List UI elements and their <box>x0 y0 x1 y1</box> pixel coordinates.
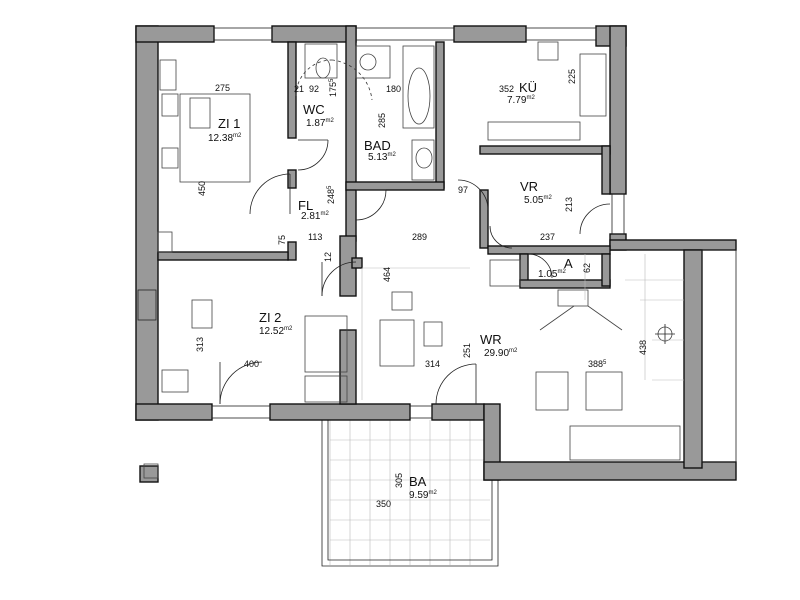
room-area-vr: 5.05 <box>524 195 544 206</box>
room-name-bad: BAD <box>364 138 391 153</box>
dimension-label: 289 <box>412 232 427 242</box>
svg-text:2.81m2: 2.81m2 <box>301 211 329 222</box>
room-unit-bad: m2 <box>387 152 396 158</box>
room-name-zi1: ZI 1 <box>218 116 240 131</box>
room-unit-ba: m2 <box>428 490 437 496</box>
svg-text:7.79m2: 7.79m2 <box>507 95 535 106</box>
svg-text:9.59m2: 9.59m2 <box>409 490 437 501</box>
dimension-label: 237 <box>540 232 555 242</box>
room-unit-ku: m2 <box>526 95 535 101</box>
dimension-label: 285 <box>377 113 387 128</box>
dimension-label: 62 <box>582 263 592 273</box>
dimension-label: 314 <box>425 359 440 369</box>
svg-text:5.13m2: 5.13m2 <box>368 152 396 163</box>
room-area-fl: 2.81 <box>301 211 321 222</box>
dimension-label: 305 <box>394 473 404 488</box>
room-unit-wc: m2 <box>325 118 334 124</box>
dimension-label: 225 <box>567 69 577 84</box>
dimension-label: 21 <box>294 84 304 94</box>
dimension-label: 1755 <box>328 78 338 97</box>
room-name-zi2: ZI 2 <box>259 310 281 325</box>
dimension-label: 438 <box>638 340 648 355</box>
room-name-fl: FL <box>298 198 313 213</box>
room-name-wc: WC <box>303 102 325 117</box>
room-area-zi1: 12.38 <box>208 133 233 144</box>
room-name-vr: VR <box>520 179 538 194</box>
dimension-label: 464 <box>382 267 392 282</box>
room-name-ku: KÜ <box>519 80 537 95</box>
room-unit-zi2: m2 <box>284 326 293 332</box>
svg-text:1.05m2: 1.05m2 <box>538 269 566 280</box>
dimension-label: 275 <box>215 83 230 93</box>
dimension-label: 251 <box>462 343 472 358</box>
dimension-label: 352 <box>499 84 514 94</box>
room-area-ba: 9.59 <box>409 490 429 501</box>
room-area-zi2: 12.52 <box>259 326 284 337</box>
svg-text:1.87m2: 1.87m2 <box>306 118 334 129</box>
windows <box>137 27 737 463</box>
dimension-label: 450 <box>197 181 207 196</box>
svg-text:5.05m2: 5.05m2 <box>524 195 552 206</box>
room-labels: ZI 1 12.38m2 WC 1.87m2 BAD 5.13m2 KÜ 7.7… <box>208 80 573 501</box>
room-area-ku: 7.79 <box>507 95 527 106</box>
dimension-label: 113 <box>308 232 322 242</box>
dimension-label: 12 <box>323 252 333 262</box>
room-unit-wr: m2 <box>509 348 518 354</box>
room-unit-zi1: m2 <box>233 133 242 139</box>
room-name-ba: BA <box>409 474 427 489</box>
room-unit-fl: m2 <box>320 211 329 217</box>
svg-text:29.90m2: 29.90m2 <box>484 348 518 359</box>
dimension-label: 75 <box>277 235 287 245</box>
dimension-labels: 275 21 92 1755 180 352 225 285 450 2485 … <box>195 69 648 509</box>
room-area-wc: 1.87 <box>306 118 326 129</box>
room-name-wr: WR <box>480 332 502 347</box>
svg-text:12.52m2: 12.52m2 <box>259 326 293 337</box>
dimension-label: 313 <box>195 337 205 352</box>
dimension-label: 180 <box>386 84 401 94</box>
dimension-label: 213 <box>564 197 574 212</box>
balcony-floor <box>321 418 499 567</box>
walls <box>135 25 737 483</box>
dimension-label: 400 <box>244 359 259 369</box>
dimension-label: 92 <box>309 84 319 94</box>
furniture <box>143 41 684 479</box>
room-area-a: 1.05 <box>538 269 558 280</box>
svg-text:12.38m2: 12.38m2 <box>208 133 242 144</box>
room-name-a: A <box>564 256 573 271</box>
dimension-label: 350 <box>376 499 391 509</box>
room-unit-a: m2 <box>557 269 566 275</box>
dimension-label: 2485 <box>326 185 336 204</box>
room-area-bad: 5.13 <box>368 152 388 163</box>
room-unit-vr: m2 <box>543 195 552 201</box>
dimension-label: 3885 <box>588 359 607 369</box>
room-area-wr: 29.90 <box>484 348 509 359</box>
doors <box>219 59 611 405</box>
dimension-label: 97 <box>458 185 468 195</box>
